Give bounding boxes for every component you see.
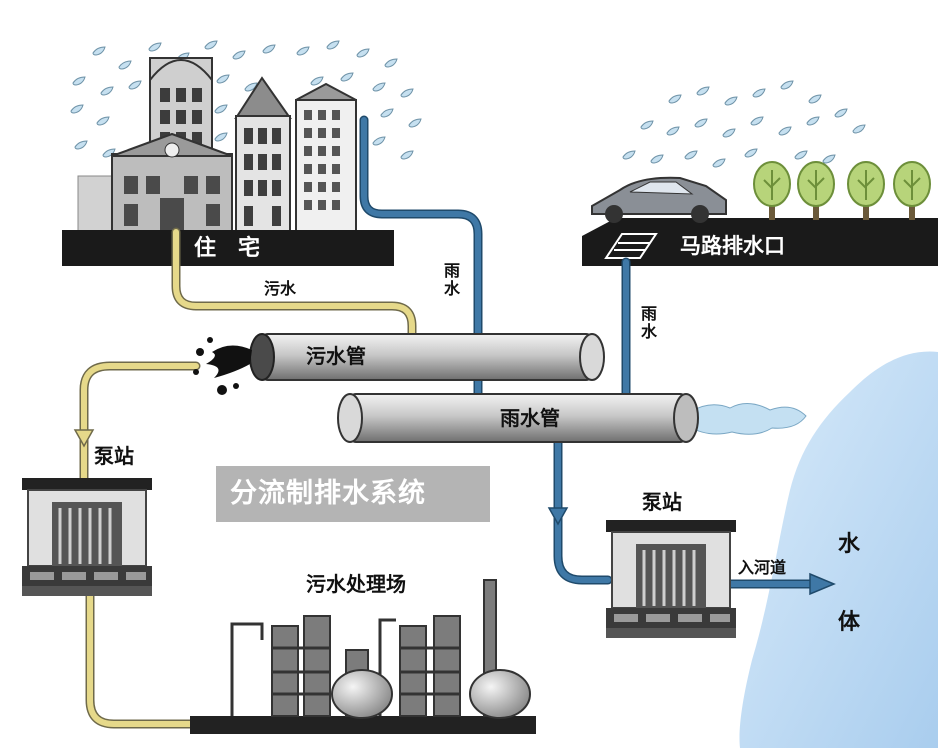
water-body (739, 351, 938, 748)
water-body-label-bottom: 体 (838, 610, 861, 635)
residence-ground (62, 230, 394, 266)
rain-drops-right (622, 80, 866, 168)
sewage-pipe-label: 污水管 (306, 344, 366, 368)
sewage-lines (79, 227, 417, 729)
residential-buildings (77, 57, 357, 233)
pump-station-left-label: 泵站 (94, 444, 134, 468)
water-splash (687, 403, 807, 435)
rain-flow-label-right: 雨水 (638, 305, 657, 341)
drain-grate-icon (604, 233, 658, 259)
sewage-flow-label: 污水 (264, 279, 297, 298)
rain-flow-label-left: 雨水 (441, 262, 460, 298)
pump-station-right-building (606, 520, 736, 640)
into-river-label: 入河道 (738, 558, 787, 577)
sewage-pipe-body (249, 333, 605, 381)
rain-pipe-label: 雨水管 (500, 406, 560, 430)
water-body-label-top: 水 (838, 532, 861, 557)
treatment-plant-label: 污水处理场 (306, 572, 406, 596)
sewage-outflow-splash (193, 337, 252, 395)
road-scene (582, 161, 938, 266)
rain-pipe-body (337, 393, 699, 443)
title-box (216, 466, 490, 522)
pump-station-right-label: 泵站 (642, 490, 682, 514)
treatment-plant-graphic (190, 579, 536, 734)
residence-label: 住 宅 (194, 236, 261, 261)
diagram-title: 分流制排水系统 (230, 478, 426, 509)
rain-lines (359, 115, 817, 589)
road-drain-label: 马路排水口 (680, 234, 785, 258)
pump-station-left-building (22, 478, 152, 598)
